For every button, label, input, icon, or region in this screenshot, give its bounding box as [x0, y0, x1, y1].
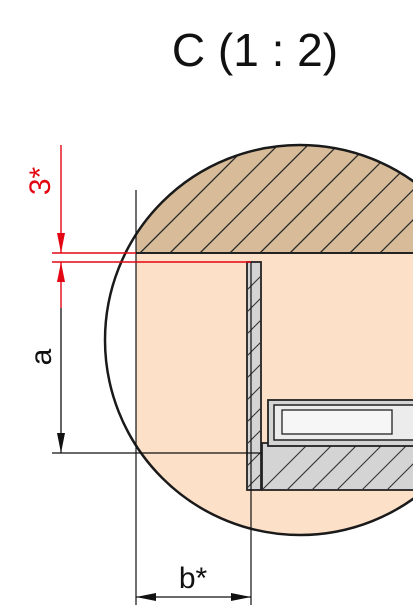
detail-circle [103, 143, 413, 537]
extension-lines [52, 190, 262, 605]
height-dimension: a [25, 308, 65, 453]
rail-element [267, 399, 413, 447]
width-dimension-label: b* [179, 562, 208, 595]
gap-extension-lines [52, 252, 251, 263]
wood-top-section [136, 145, 413, 253]
floor-hatching [262, 443, 413, 490]
width-dimension: b* [136, 562, 251, 601]
gap-dimension-label: 3* [24, 166, 57, 195]
floor-profile [261, 442, 413, 491]
gap-dimension: 3* [24, 145, 65, 308]
profile-hatching [247, 275, 261, 489]
detail-title: C (1 : 2) [172, 24, 338, 76]
height-dimension-label: a [25, 348, 58, 365]
